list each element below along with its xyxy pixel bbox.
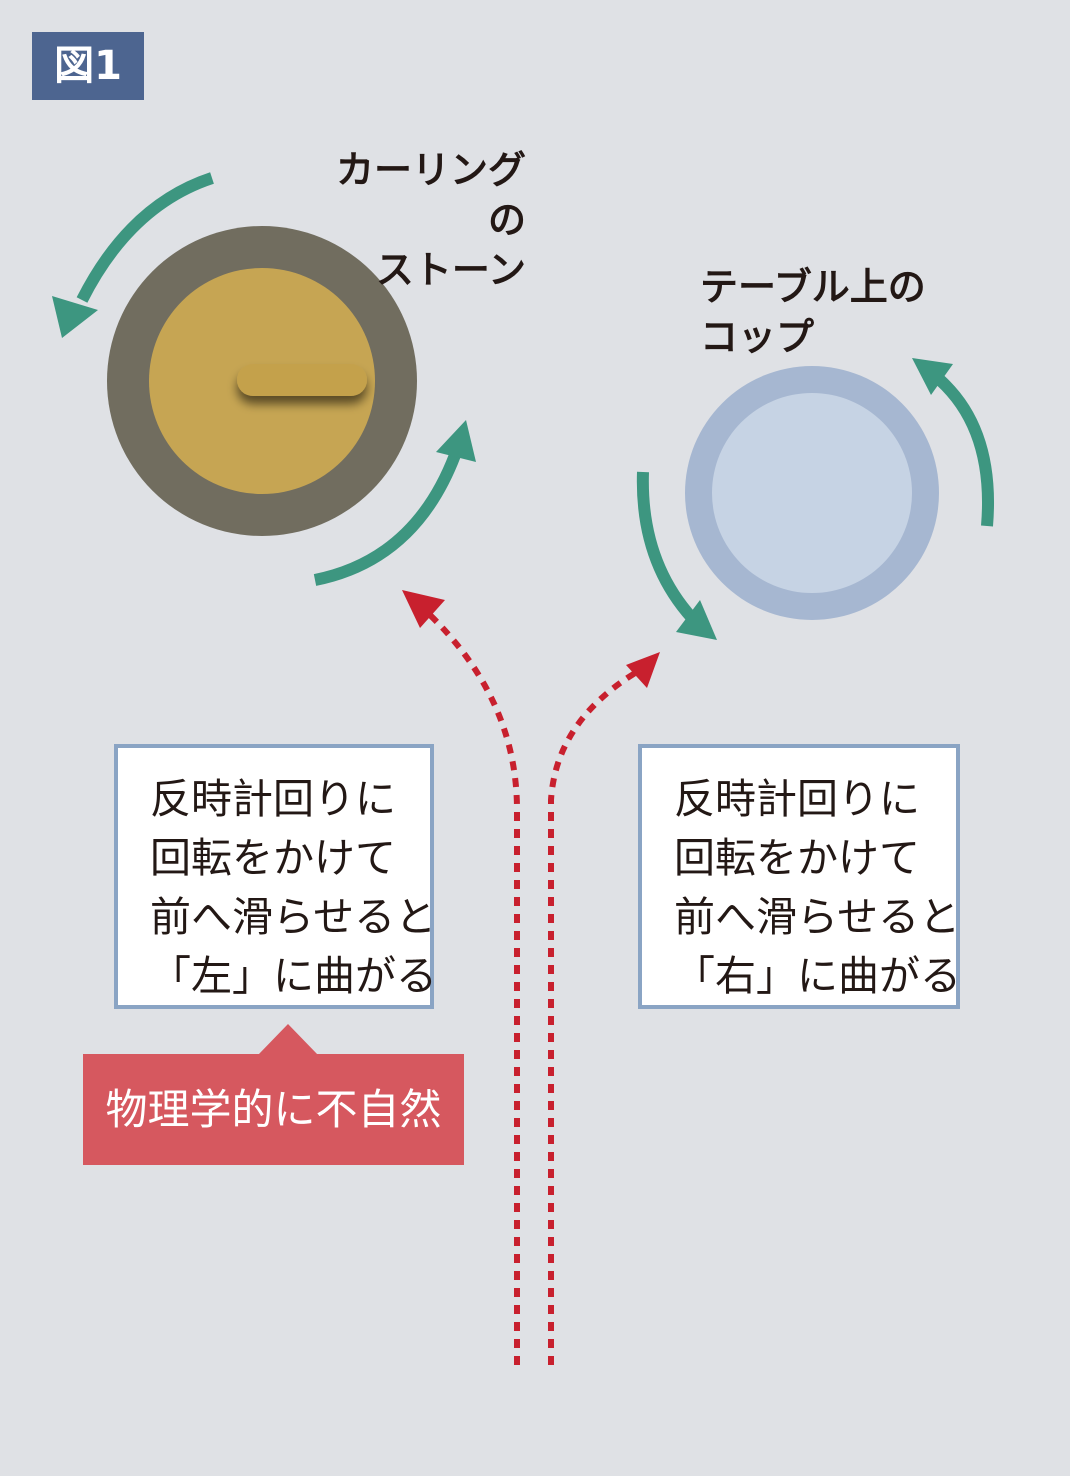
cup-icon (685, 366, 939, 620)
left-box-line: 「左」に曲がる (150, 952, 437, 1000)
stone-rotation-arrow-bottom (313, 420, 476, 586)
cup-rotation-arrow-bottom (636, 471, 717, 640)
path-to-left-arrow (402, 590, 520, 1365)
curling-stone-label: カーリングの ストーン (300, 145, 526, 295)
stone-rotation-arrow-top (52, 172, 214, 338)
curling-stone-label-line: ストーン (375, 248, 526, 292)
left-box-line: 前へ滑らせると (150, 893, 437, 941)
path-to-right-arrow (548, 652, 660, 1365)
cup-label-line: テーブル上の (700, 265, 926, 309)
right-explanation-box: 反時計回りに 回転をかけて 前へ滑らせると 「右」に曲がる (638, 744, 961, 1009)
figure-number-badge: 図1 (32, 32, 144, 100)
warning-callout: 物理学的に不自然 (83, 1054, 464, 1165)
curling-stone-icon (107, 226, 417, 536)
left-explanation-box: 反時計回りに 回転をかけて 前へ滑らせると 「左」に曲がる (114, 744, 437, 1009)
left-box-line: 回転をかけて (150, 834, 396, 882)
cup-label: テーブル上の コップ (700, 262, 1000, 362)
right-box-line: 回転をかけて (674, 834, 920, 882)
warning-callout-pointer (258, 1024, 318, 1055)
curling-stone-label-line: カーリングの (335, 148, 526, 242)
left-box-line: 反時計回りに (150, 775, 396, 823)
right-box-line: 前へ滑らせると (674, 893, 961, 941)
cup-rotation-arrow-top (912, 358, 994, 527)
cup-label-line: コップ (700, 315, 815, 359)
right-box-line: 「右」に曲がる (674, 952, 961, 1000)
right-box-line: 反時計回りに (674, 775, 920, 823)
